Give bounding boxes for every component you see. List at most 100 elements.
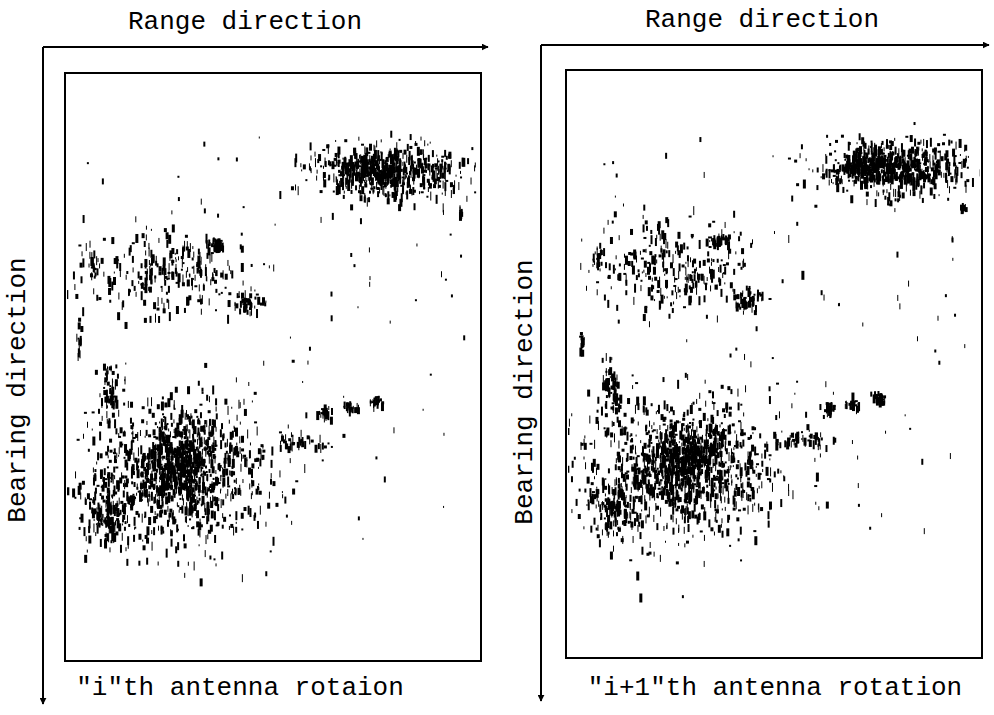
echo-speck (295, 154, 297, 163)
echo-speck (67, 290, 68, 299)
echo-speck (163, 416, 165, 418)
echo-speck (122, 302, 123, 310)
echo-speck (224, 453, 226, 459)
echo-speck (218, 498, 219, 501)
echo-speck (439, 164, 442, 173)
echo-speck (112, 381, 113, 383)
echo-speck (130, 495, 133, 502)
echo-speck (458, 182, 459, 190)
echo-speck (84, 555, 87, 563)
echo-speck (146, 226, 147, 230)
echo-speck (230, 493, 231, 501)
echo-speck (107, 466, 109, 468)
echo-speck (236, 448, 238, 452)
echo-speck (438, 160, 440, 162)
echo-speck (227, 439, 228, 447)
echo-speck (240, 447, 241, 454)
echo-speck (202, 516, 205, 518)
echo-speck (199, 404, 202, 406)
echo-speck (272, 481, 275, 486)
echo-speck (326, 144, 329, 148)
echo-speck (256, 294, 259, 296)
echo-speck (236, 522, 237, 524)
echo-speck (120, 427, 123, 433)
echo-speck (151, 397, 152, 406)
echo-speck (158, 526, 159, 531)
echo-speck (184, 543, 187, 548)
echo-speck (377, 175, 379, 183)
echo-speck (204, 420, 206, 424)
echo-speck (194, 285, 197, 287)
echo-speck (248, 506, 250, 515)
echo-speck (153, 488, 155, 490)
echo-speck (108, 288, 111, 295)
echo-speck (141, 291, 143, 300)
echo-speck (152, 413, 155, 418)
echo-speck (192, 285, 193, 290)
echo-speck (407, 144, 409, 151)
echo-speck (168, 492, 171, 499)
echo-speck (217, 503, 218, 506)
echo-speck (145, 266, 147, 269)
echo-speck (117, 312, 120, 320)
echo-speck (178, 487, 181, 496)
echo-speck (141, 471, 144, 477)
echo-speck (377, 150, 379, 157)
echo-speck (75, 294, 78, 299)
echo-speck (171, 539, 173, 547)
echo-speck (126, 559, 128, 566)
echo-speck (242, 479, 243, 483)
echo-speck (358, 172, 360, 175)
echo-speck (110, 398, 113, 405)
echo-speck (158, 297, 159, 306)
echo-speck (342, 182, 344, 190)
echo-speck (225, 494, 226, 499)
echo-speck (374, 150, 377, 159)
echo-speck (205, 550, 206, 557)
echo-speck (295, 480, 298, 482)
echo-speck (182, 259, 183, 268)
echo-speck (111, 390, 112, 397)
echo-speck (409, 171, 411, 175)
echo-speck (336, 176, 337, 182)
echo-speck (261, 455, 264, 460)
echo-speck (429, 171, 430, 176)
echo-speck (72, 488, 75, 497)
echo-speck (78, 486, 81, 495)
echo-speck (376, 140, 377, 147)
echo-speck (112, 371, 115, 375)
echo-speck (384, 182, 387, 187)
echo-speck (168, 286, 170, 293)
echo-speck (368, 172, 370, 176)
echo-speck (217, 479, 219, 485)
echo-speck (125, 547, 126, 551)
echo-speck (251, 480, 254, 486)
echo-speck (216, 563, 217, 566)
echo-speck (93, 288, 94, 294)
echo-speck (415, 141, 416, 145)
echo-speck (258, 467, 259, 469)
echo-speck (317, 170, 318, 174)
echo-speck (231, 407, 232, 409)
echo-speck (204, 486, 206, 493)
echo-speck (190, 496, 191, 503)
echo-speck (175, 257, 176, 259)
echo-speck (187, 386, 190, 394)
echo-speck (143, 300, 146, 306)
echo-speck (365, 182, 367, 187)
echo-speck (241, 513, 244, 519)
echo-speck (336, 157, 337, 163)
echo-speck (203, 283, 204, 289)
echo-speck (150, 276, 152, 284)
echo-speck (119, 441, 122, 447)
echo-speck (284, 497, 286, 504)
echo-speck (176, 306, 179, 314)
echo-speck (241, 454, 242, 462)
echo-speck (109, 300, 111, 303)
echo-speck (123, 490, 125, 497)
echo-speck (411, 189, 412, 195)
echo-speck (103, 364, 106, 371)
echo-speck (148, 243, 149, 249)
echo-speck (359, 155, 360, 159)
echo-speck (115, 379, 118, 386)
